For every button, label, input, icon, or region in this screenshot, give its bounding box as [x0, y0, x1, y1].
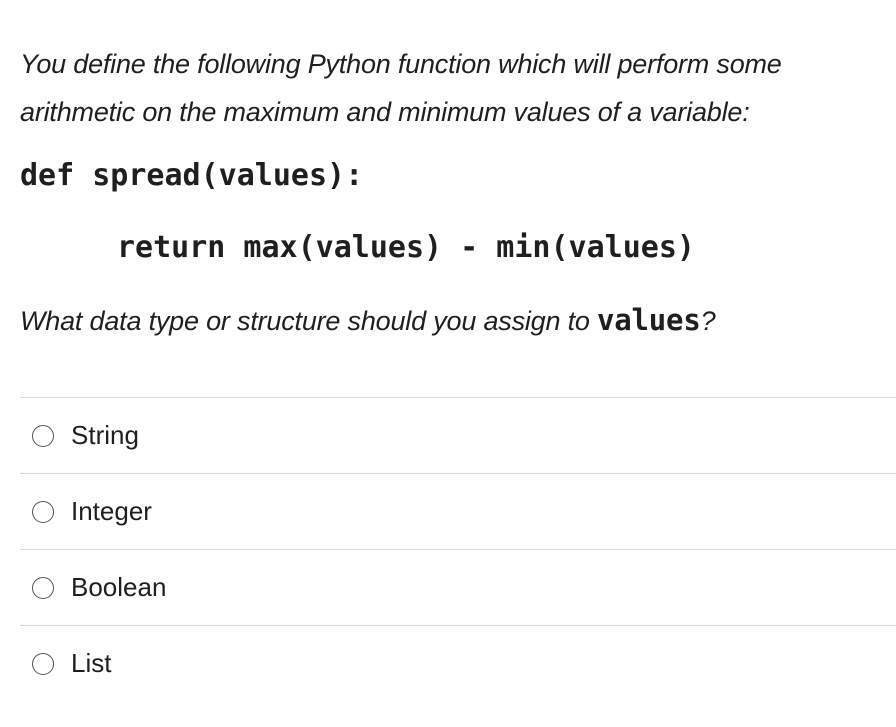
- answer-label: Boolean: [71, 572, 167, 602]
- code-return-line: return max(values) - min(values): [117, 230, 695, 265]
- followup-question-mark: ?: [700, 306, 716, 336]
- question-block: You define the following Python function…: [20, 40, 890, 368]
- answer-option-string[interactable]: String: [20, 398, 896, 474]
- answer-label: String: [71, 420, 139, 450]
- radio-button-icon[interactable]: [32, 652, 54, 675]
- code-def-line: def spread(values):: [20, 158, 364, 193]
- radio-button-icon[interactable]: [32, 424, 54, 447]
- answer-option-list[interactable]: List: [20, 626, 896, 701]
- answer-label: List: [71, 648, 112, 678]
- answer-option-boolean[interactable]: Boolean: [20, 550, 896, 626]
- question-followup: What data type or structure should you a…: [20, 300, 890, 341]
- followup-inline-code: values: [597, 303, 701, 337]
- answer-label: Integer: [71, 496, 152, 526]
- question-prompt: You define the following Python function…: [20, 49, 782, 127]
- followup-text: What data type or structure should you a…: [20, 306, 598, 336]
- answer-option-integer[interactable]: Integer: [20, 474, 896, 550]
- radio-button-icon[interactable]: [32, 576, 54, 599]
- answer-options: String Integer Boolean List: [20, 397, 896, 701]
- radio-button-icon[interactable]: [32, 500, 54, 523]
